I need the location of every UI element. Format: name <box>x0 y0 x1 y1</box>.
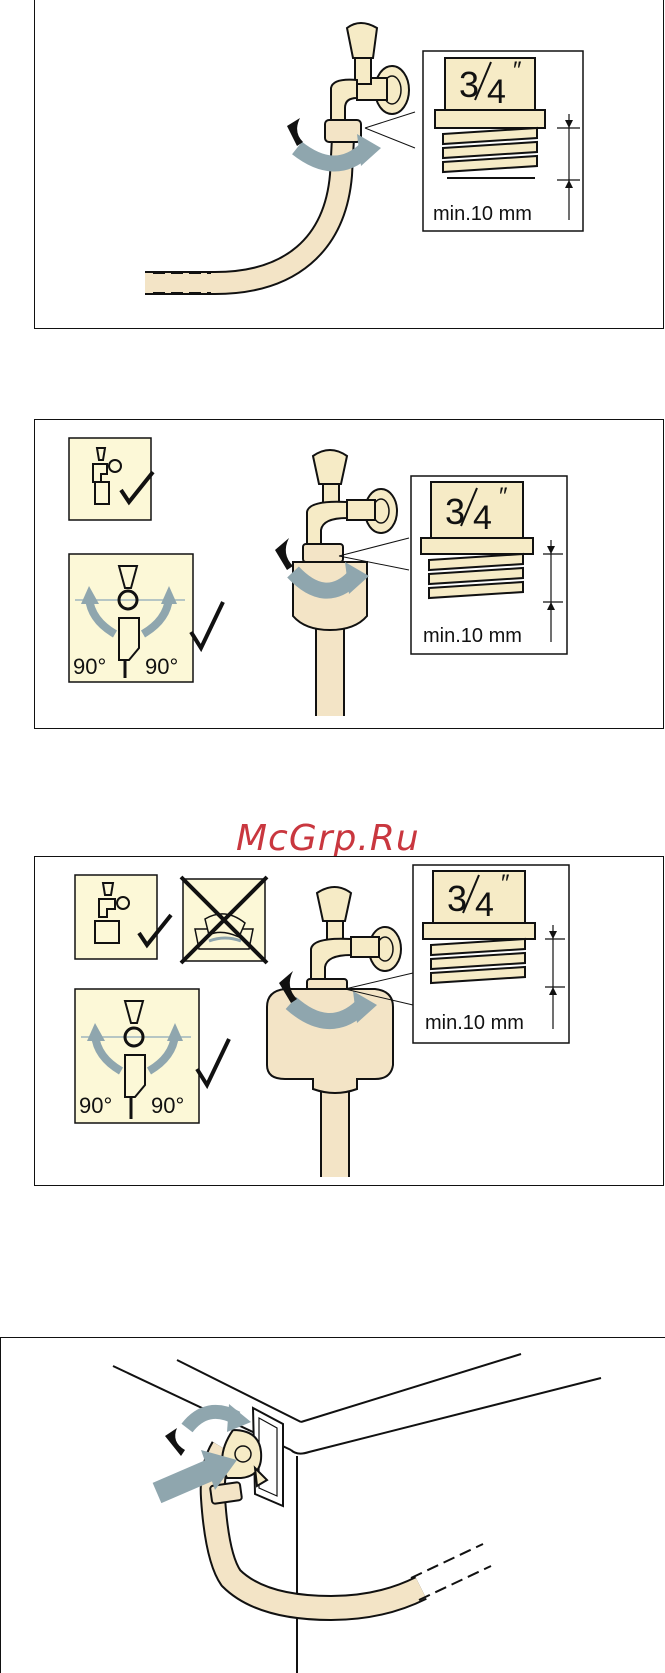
hose-dashed-end <box>411 1544 491 1600</box>
angle-label-left: 90° <box>79 1093 112 1118</box>
thread-inch-mark: ″ <box>499 483 508 510</box>
thread-inch-mark: ″ <box>501 870 510 897</box>
panel-1-hose-connection: 3 4 ″ min.10 mm <box>34 0 664 329</box>
thread-min-length: min.10 mm <box>423 625 522 647</box>
panel-2-illustration: 90° 90° <box>35 420 664 729</box>
thread-detail-box: 3 4 ″ min.10 mm <box>423 51 583 231</box>
tap-icon <box>293 450 397 630</box>
thread-inch-mark: ″ <box>513 57 522 84</box>
thread-denominator: 4 <box>473 499 492 537</box>
thread-denominator: 4 <box>475 886 494 924</box>
icon-90-degree: 90° 90° <box>69 554 223 682</box>
angle-label-right: 90° <box>145 654 178 679</box>
thread-denominator: 4 <box>487 73 506 111</box>
watermark: McGrp.Ru <box>236 817 436 861</box>
checkmark-icon <box>197 1039 229 1085</box>
panel-3-illustration: 90° 90° <box>35 857 664 1186</box>
icon-tap-ok <box>69 438 153 520</box>
panel-1-illustration: 3 4 ″ min.10 mm <box>35 0 664 329</box>
thread-detail-box: 3 4 ″ min.10 mm <box>413 865 569 1043</box>
icon-90-degree: 90° 90° <box>75 989 229 1123</box>
thread-min-length: min.10 mm <box>425 1012 524 1034</box>
tap-icon <box>325 23 409 142</box>
panel-3-tap-with-large-adapter: 90° 90° <box>34 856 664 1186</box>
panel-4-illustration <box>1 1338 665 1673</box>
panel-2-tap-with-adapter: 90° 90° <box>34 419 664 729</box>
checkmark-icon <box>191 602 223 648</box>
panel-4-machine-connection <box>0 1337 665 1673</box>
thread-min-length: min.10 mm <box>433 203 532 225</box>
thread-detail-box: 3 4 ″ min.10 mm <box>411 476 567 654</box>
angle-label-right: 90° <box>151 1093 184 1118</box>
angle-label-left: 90° <box>73 654 106 679</box>
icon-tap-ok <box>75 875 171 959</box>
machine-body <box>113 1354 601 1673</box>
icon-not-allowed <box>181 877 267 963</box>
